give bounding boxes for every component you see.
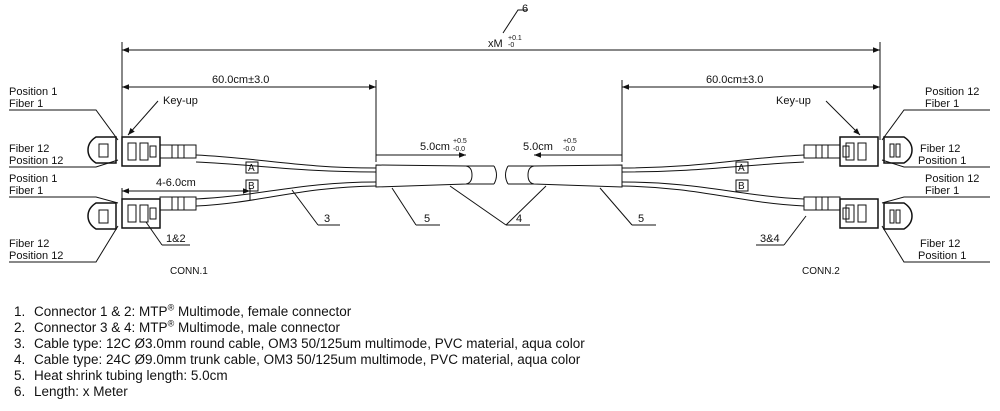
note-number: 5. xyxy=(14,368,26,383)
left-bottom-fiber: Fiber 12 xyxy=(9,238,49,250)
left-fiber-labels: Position 1 Fiber 1 Fiber 12 Position 12 … xyxy=(9,86,119,263)
heatshrink-tube-left xyxy=(375,164,473,188)
trunk-cable xyxy=(375,164,623,188)
tag-a-right-label: A xyxy=(738,163,745,174)
callout-1-2: 1&2 xyxy=(145,221,190,246)
note-text: Heat shrink tubing length: 5.0cm xyxy=(34,368,228,383)
callout-6: 6 xyxy=(522,3,528,15)
conn-1-label: CONN.1 xyxy=(170,266,208,277)
right-breakout-legs: A B xyxy=(621,154,805,207)
left-breakout-label: 60.0cm±3.0 xyxy=(212,74,269,86)
heatshrink-left-dimension: 5.0cm +0.5 -0.0 xyxy=(376,138,467,158)
heatshrink-right-tol-lower: -0.0 xyxy=(563,146,575,153)
mtp-connector-1 xyxy=(87,136,197,167)
right-lower-position: Position 12 xyxy=(925,173,979,185)
note-item: 3. Cable type: 12C Ø3.0mm round cable, OM… xyxy=(14,336,585,352)
callout-5-left: 5 xyxy=(391,187,440,226)
callout-3-label: 3 xyxy=(324,213,330,225)
callout-5-left-label: 5 xyxy=(424,213,430,225)
registered-mark: ® xyxy=(167,302,175,313)
heatshrink-right-dimension: 5.0cm +0.5 -0.0 xyxy=(523,138,622,158)
left-top-fiber: Fiber 1 xyxy=(9,98,43,110)
heatshrink-left-label: 5.0cm xyxy=(420,141,450,153)
note-text-end: Multimode, male connector xyxy=(174,320,341,335)
note-item: 6. Length: x Meter xyxy=(14,384,585,400)
notes-list: 1. Connector 1 & 2: MTP® Multimode, femal… xyxy=(14,302,585,400)
left-mid-position: Position 12 xyxy=(9,155,63,167)
tag-b-right xyxy=(735,179,749,192)
note-item: 5. Heat shrink tubing length: 5.0cm xyxy=(14,368,585,384)
note-number: 4. xyxy=(14,352,26,367)
tag-b-left-label: B xyxy=(248,181,255,192)
note-text: Length: x Meter xyxy=(34,384,128,399)
right-breakout-dimension: 60.0cm±3.0 xyxy=(621,74,880,162)
left-top-position: Position 1 xyxy=(9,86,57,98)
overall-length-tol-lower: -0 xyxy=(508,42,514,49)
left-lower-fiber: Fiber 1 xyxy=(9,185,43,197)
right-lower-fiber: Fiber 1 xyxy=(925,185,959,197)
callout-5-right: 5 xyxy=(599,187,656,226)
right-bottom-fiber: Fiber 12 xyxy=(920,238,960,250)
callout-3-4: 3&4 xyxy=(756,215,807,246)
note-number: 3. xyxy=(14,336,26,351)
left-lower-position: Position 1 xyxy=(9,173,57,185)
tag-a-left-label: A xyxy=(248,163,255,174)
heatshrink-tube-right xyxy=(527,164,623,188)
cable-assembly-drawing: xM +0.1 -0 6 60.0cm±3.0 60.0cm±3.0 5.0cm… xyxy=(9,3,990,277)
note-text: Connector 1 & 2: MTP xyxy=(34,304,168,319)
callout-5-right-label: 5 xyxy=(638,213,644,225)
stagger-label: 4-6.0cm xyxy=(156,177,196,189)
key-up-right-label: Key-up xyxy=(776,95,811,107)
mtp-connector-4 xyxy=(803,196,913,230)
callout-1-2-label: 1&2 xyxy=(166,233,186,245)
callout-3-4-label: 3&4 xyxy=(760,233,780,245)
left-breakout-dimension: 60.0cm±3.0 xyxy=(122,74,377,162)
overall-length-dimension: xM +0.1 -0 6 xyxy=(121,3,881,140)
callout-3: 3 xyxy=(291,189,340,226)
right-bottom-position: Position 1 xyxy=(918,250,966,262)
right-mid-fiber: Fiber 12 xyxy=(920,143,960,155)
note-text-end: Multimode, female connector xyxy=(174,304,352,319)
note-number: 6. xyxy=(14,384,26,399)
conn-2-label: CONN.2 xyxy=(802,266,840,277)
tag-b-left xyxy=(245,179,259,192)
left-bottom-position: Position 12 xyxy=(9,250,63,262)
key-up-left-label: Key-up xyxy=(163,95,198,107)
note-text: Connector 3 & 4: MTP xyxy=(34,320,168,335)
overall-length-label: xM xyxy=(488,38,503,50)
note-item: 4. Cable type: 24C Ø9.0mm trunk cable, OM… xyxy=(14,352,585,368)
tag-a-right xyxy=(735,161,749,174)
left-breakout-legs: A B xyxy=(195,154,377,207)
tag-b-right-label: B xyxy=(738,181,745,192)
note-number: 1. xyxy=(14,304,26,319)
tag-a-left xyxy=(245,161,259,174)
heatshrink-left-tol-upper: +0.5 xyxy=(453,138,467,145)
right-fiber-labels: Position 12 Fiber 1 Fiber 12 Position 1 … xyxy=(881,86,990,263)
mtp-connector-3 xyxy=(803,136,913,167)
note-item: 1. Connector 1 & 2: MTP® Multimode, femal… xyxy=(14,302,585,320)
heatshrink-right-tol-upper: +0.5 xyxy=(563,138,577,145)
stagger-dimension: 4-6.0cm xyxy=(121,177,251,200)
note-text: Cable type: 24C Ø9.0mm trunk cable, OM3 … xyxy=(34,352,581,367)
callout-4-label: 4 xyxy=(516,213,522,225)
note-number: 2. xyxy=(14,320,26,335)
right-top-fiber: Fiber 1 xyxy=(925,98,959,110)
heatshrink-left-tol-lower: -0.0 xyxy=(453,146,465,153)
callout-4: 4 xyxy=(449,185,547,226)
right-top-position: Position 12 xyxy=(925,86,979,98)
registered-mark: ® xyxy=(167,318,175,329)
heatshrink-right-label: 5.0cm xyxy=(523,141,553,153)
mtp-connector-2 xyxy=(87,196,197,230)
overall-length-tol-upper: +0.1 xyxy=(508,35,522,42)
note-text: Cable type: 12C Ø3.0mm round cable, OM3 … xyxy=(34,336,585,351)
note-item: 2. Connector 3 & 4: MTP® Multimode, male … xyxy=(14,318,585,336)
left-mid-fiber: Fiber 12 xyxy=(9,143,49,155)
right-breakout-label: 60.0cm±3.0 xyxy=(706,74,763,86)
right-mid-position: Position 1 xyxy=(918,155,966,167)
